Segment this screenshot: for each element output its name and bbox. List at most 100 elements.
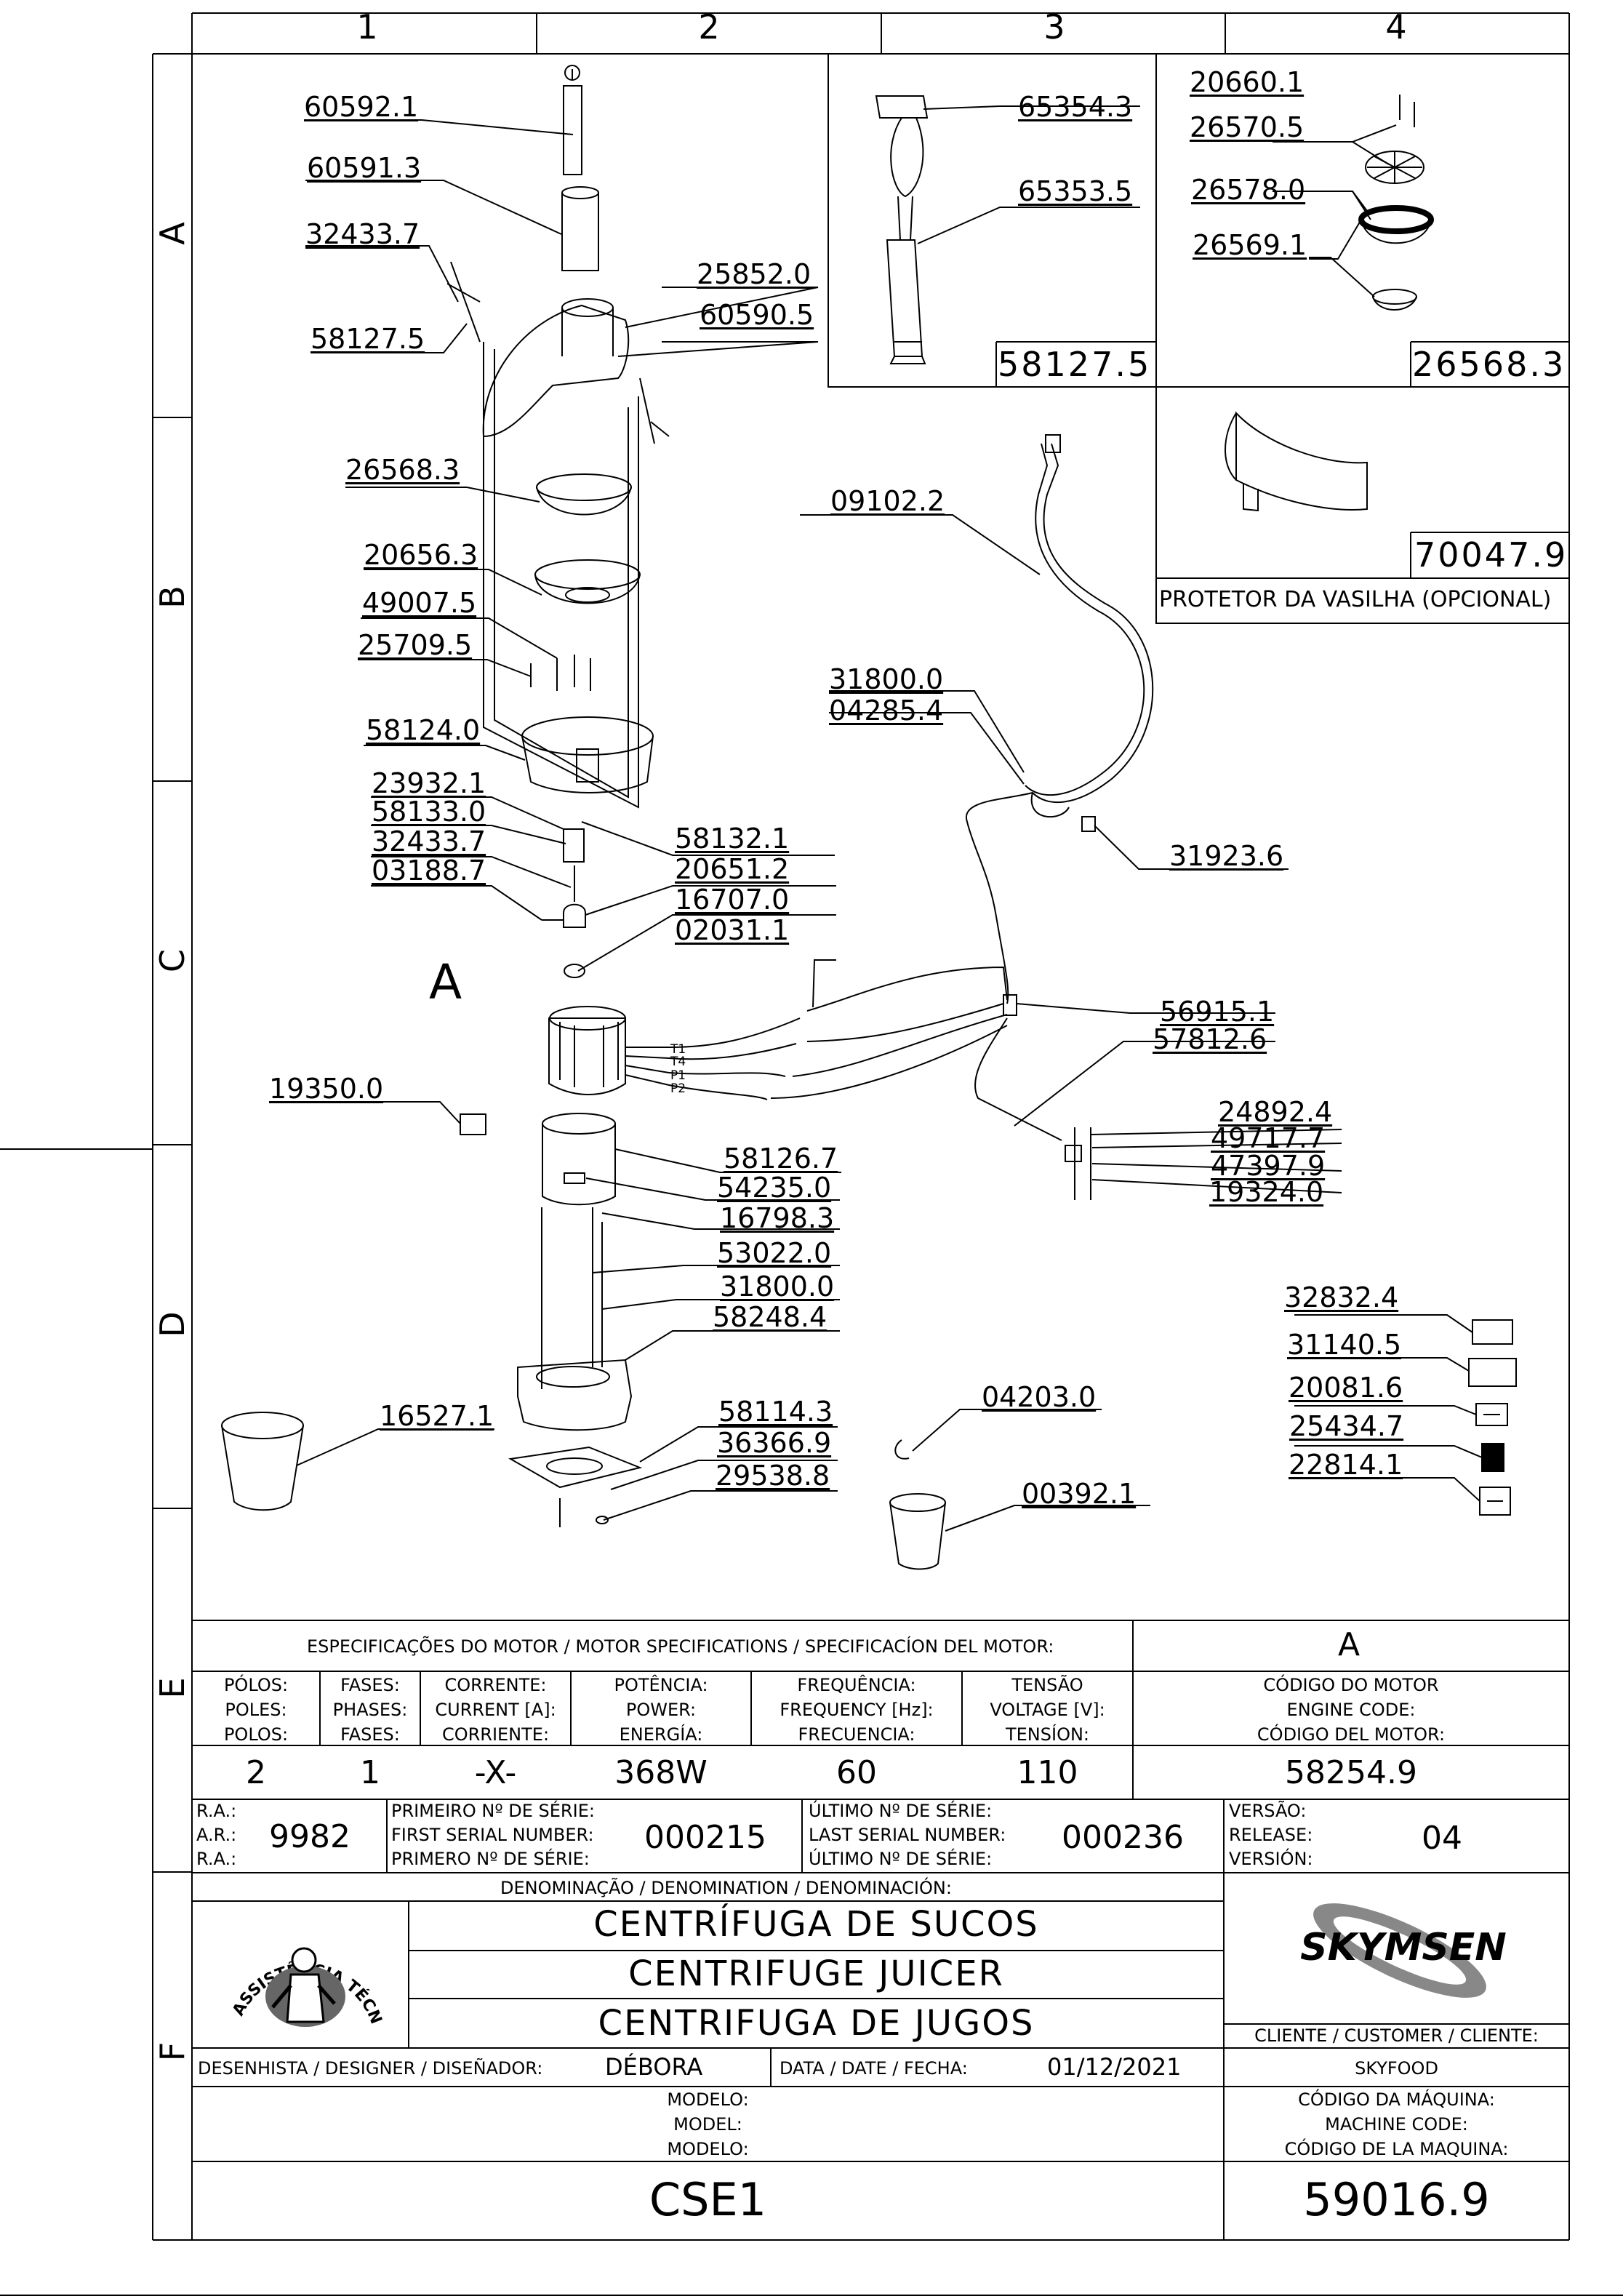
callout-26569-1: 26569.1: [1193, 229, 1307, 261]
protector-detail: [1225, 411, 1368, 512]
spec-power-value: 368W: [614, 1754, 708, 1791]
callout-60592-1: 60592.1: [304, 91, 419, 123]
date-value: 01/12/2021: [1047, 2053, 1182, 2081]
callout-02031-1: 02031.1: [675, 914, 790, 946]
callout-04285-4: 04285.4: [829, 695, 944, 727]
callout-25434-7: 25434.7: [1289, 1410, 1404, 1442]
protector-caption: PROTETOR DA VASILHA (OPCIONAL): [1159, 587, 1552, 612]
designer-label: DESENHISTA / DESIGNER / DISEÑADOR:: [198, 2058, 543, 2079]
grid-row-a: A: [153, 222, 192, 245]
callout-26570-5: 26570.5: [1190, 111, 1305, 143]
callout-65353-5: 65353.5: [1018, 175, 1133, 207]
denomination-en: CENTRIFUGE JUICER: [628, 1953, 1004, 1994]
callout-00392-1: 00392.1: [1022, 1478, 1137, 1510]
callout-58114-3: 58114.3: [718, 1396, 833, 1428]
callout-20656-3: 20656.3: [364, 539, 478, 571]
protector-detail-code: 70047.9: [1414, 535, 1568, 575]
callout-20651-2: 20651.2: [675, 853, 790, 885]
spec-voltage-value: 110: [1017, 1754, 1078, 1791]
callout-29538-8: 29538.8: [716, 1460, 830, 1492]
latch-detail-code: 58127.5: [998, 345, 1152, 384]
wire-label-t1: T1: [670, 1042, 686, 1057]
last-serial-labels: ÚLTIMO Nº DE SÉRIE:LAST SERIAL NUMBER:ÚL…: [809, 1801, 1006, 1869]
callout-49717-7: 49717.7: [1211, 1122, 1326, 1154]
callout-32832-4: 32832.4: [1284, 1281, 1399, 1313]
machine-code-labels: CÓDIGO DA MÁQUINA:MACHINE CODE:CÓDIGO DE…: [1284, 2089, 1509, 2159]
version-value: 04: [1422, 1820, 1462, 1857]
callout-58126-7: 58126.7: [724, 1143, 838, 1175]
callout-26578-0: 26578.0: [1191, 174, 1306, 206]
grid-row-e: E: [153, 1677, 192, 1699]
callout-25709-5: 25709.5: [358, 629, 473, 661]
authorized-service-seal: ASSISTÊNCIA TÉCNICA AUTORIZADA: [218, 1905, 385, 2027]
callout-58248-4: 58248.4: [713, 1301, 827, 1333]
callout-65354-3: 65354.3: [1018, 91, 1133, 123]
callout-31923-6: 31923.6: [1169, 840, 1284, 872]
designer-value: DÉBORA: [605, 2053, 703, 2081]
callout-19350-0: 19350.0: [269, 1073, 384, 1105]
spec-power-caption: POTÊNCIA:POWER:ENERGÍA:: [614, 1675, 708, 1745]
leader-lines: [270, 105, 1483, 1532]
callout-16527-1: 16527.1: [380, 1400, 494, 1432]
customer-label: CLIENTE / CUSTOMER / CLIENTE:: [1254, 2025, 1539, 2046]
callout-58132-1: 58132.1: [675, 823, 790, 855]
filter-detail: [1358, 95, 1434, 311]
date-label: DATA / DATE / FECHA:: [780, 2058, 968, 2079]
callout-32433-7: 32433.7: [305, 218, 420, 250]
last-serial-value: 000236: [1062, 1819, 1184, 1856]
motor-spec-ref: A: [1338, 1626, 1360, 1663]
spec-phases-caption: FASES:PHASES:FASES:: [332, 1675, 408, 1745]
spec-engine-code-value: 58254.9: [1285, 1754, 1417, 1791]
callout-60591-3: 60591.3: [307, 152, 422, 184]
first-serial-value: 000215: [644, 1819, 766, 1856]
callout-04203-0: 04203.0: [982, 1381, 1097, 1413]
callout-57812-6: 57812.6: [1153, 1023, 1267, 1055]
callout-20081-6: 20081.6: [1289, 1372, 1403, 1404]
wire-harness: [668, 434, 1154, 1200]
grid-column-4: 4: [1385, 7, 1407, 47]
callout-16798-3: 16798.3: [720, 1202, 835, 1234]
callout-49007-5: 49007.5: [362, 587, 477, 619]
callout-56915-1: 56915.1: [1160, 996, 1275, 1028]
svg-text:SKYMSEN: SKYMSEN: [1300, 1926, 1507, 1969]
wire-label-p1: P1: [670, 1068, 686, 1083]
spec-poles-caption: PÓLOS:POLES:POLOS:: [223, 1675, 289, 1745]
customer-value: SKYFOOD: [1355, 2058, 1438, 2079]
spec-frequency-caption: FREQUÊNCIA:FREQUENCY [Hz]:FRECUENCIA:: [780, 1675, 934, 1745]
callout-23932-1: 23932.1: [372, 767, 486, 799]
motor-spec-header: ESPECIFICAÇÕES DO MOTOR / MOTOR SPECIFIC…: [307, 1636, 1054, 1657]
callout-58124-0: 58124.0: [366, 714, 481, 746]
callout-03188-7: 03188.7: [372, 855, 486, 887]
spec-phases-value: 1: [360, 1754, 380, 1791]
callout-20660-1: 20660.1: [1190, 66, 1305, 98]
callout-22814-1: 22814.1: [1289, 1449, 1403, 1481]
denomination-es: CENTRIFUGA DE JUGOS: [598, 2003, 1035, 2044]
grid-row-f: F: [153, 2041, 192, 2062]
grid-row-c: C: [153, 948, 192, 973]
latch-detail: [875, 95, 929, 364]
callout-09102-2: 09102.2: [830, 485, 945, 517]
spec-poles-value: 2: [246, 1754, 266, 1791]
first-serial-labels: PRIMEIRO Nº DE SÉRIE:FIRST SERIAL NUMBER…: [391, 1801, 595, 1869]
callout-54235-0: 54235.0: [717, 1172, 832, 1204]
filter-detail-code: 26568.3: [1412, 345, 1566, 384]
callout-58133-0: 58133.0: [372, 796, 486, 828]
grid-row-d: D: [153, 1311, 192, 1337]
callout-36366-9: 36366.9: [717, 1427, 832, 1459]
callout-32433-7-b: 32433.7: [372, 825, 486, 857]
machine-code-value: 59016.9: [1303, 2173, 1490, 2226]
grid-column-3: 3: [1043, 7, 1065, 47]
callout-26568-3: 26568.3: [345, 454, 460, 486]
spec-current-caption: CORRENTE:CURRENT [A]:CORRIENTE:: [435, 1675, 556, 1745]
callout-16707-0: 16707.0: [675, 884, 790, 916]
model-value: CSE1: [649, 2173, 767, 2226]
spec-frequency-value: 60: [836, 1754, 877, 1791]
grid-column-2: 2: [698, 7, 720, 47]
callout-60590-5: 60590.5: [700, 299, 814, 331]
callout-31800-0: 31800.0: [829, 663, 944, 695]
callout-31140-5: 31140.5: [1287, 1329, 1402, 1361]
wire-label-t4: T4: [670, 1055, 686, 1069]
